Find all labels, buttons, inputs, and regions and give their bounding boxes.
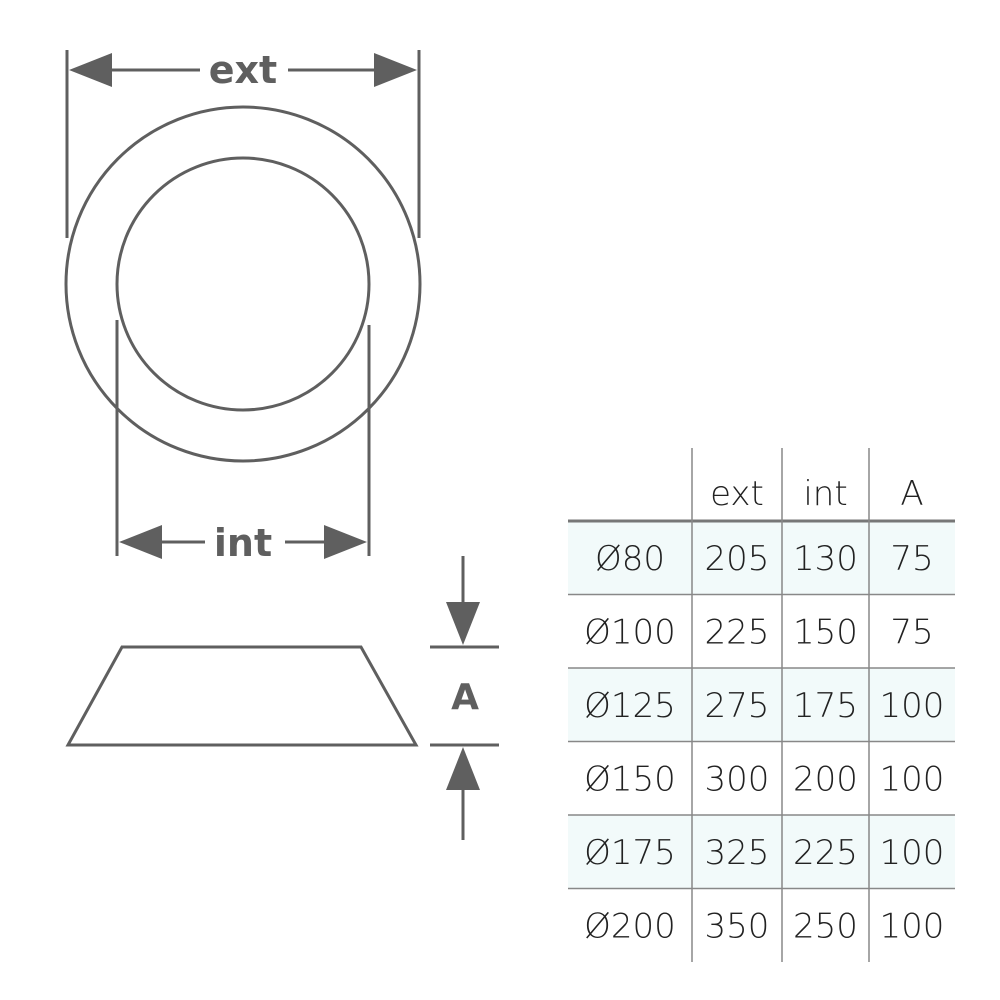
table-cell: 100	[880, 686, 945, 726]
table-cell: 225	[705, 613, 770, 653]
arrow-down-icon	[446, 602, 480, 645]
table-cell: 300	[705, 760, 770, 800]
table-cell: Ø125	[584, 686, 676, 726]
table-cell: 130	[793, 539, 858, 579]
cone-profile	[65, 645, 419, 747]
row-stripe	[568, 521, 955, 595]
table-cell: Ø175	[584, 833, 676, 873]
arrow-right-icon	[324, 525, 367, 559]
table-cell: 100	[880, 760, 945, 800]
table-cell: Ø150	[584, 760, 676, 800]
inner-circle	[115, 156, 371, 412]
table-cell: 100	[880, 907, 945, 947]
outer-circle	[64, 105, 422, 463]
row-stripe	[568, 815, 955, 889]
table-cell: 225	[793, 833, 858, 873]
table-cell: Ø200	[584, 907, 676, 947]
arrow-up-icon	[446, 747, 480, 790]
column-header: A	[900, 474, 923, 514]
table-cell: Ø100	[584, 613, 676, 653]
column-header: int	[803, 474, 847, 514]
table-cell: 100	[880, 833, 945, 873]
table-cell: 275	[705, 686, 770, 726]
arrow-right-icon	[374, 53, 417, 87]
arrow-left-icon	[119, 525, 162, 559]
table-cell: Ø80	[595, 539, 665, 579]
table-cell: 350	[705, 907, 770, 947]
table-cell: 325	[705, 833, 770, 873]
column-header: ext	[710, 474, 764, 514]
height-label: A	[451, 677, 479, 718]
arrow-left-icon	[69, 53, 112, 87]
table-cell: 150	[793, 613, 858, 653]
table-cell: 250	[793, 907, 858, 947]
table-cell: 205	[705, 539, 770, 579]
table-cell: 200	[793, 760, 858, 800]
row-stripe	[568, 668, 955, 742]
table-cell: 175	[793, 686, 858, 726]
table-cell: 75	[890, 613, 933, 653]
int-label: int	[214, 521, 272, 565]
ext-label: ext	[209, 48, 277, 92]
table-cell: 75	[890, 539, 933, 579]
